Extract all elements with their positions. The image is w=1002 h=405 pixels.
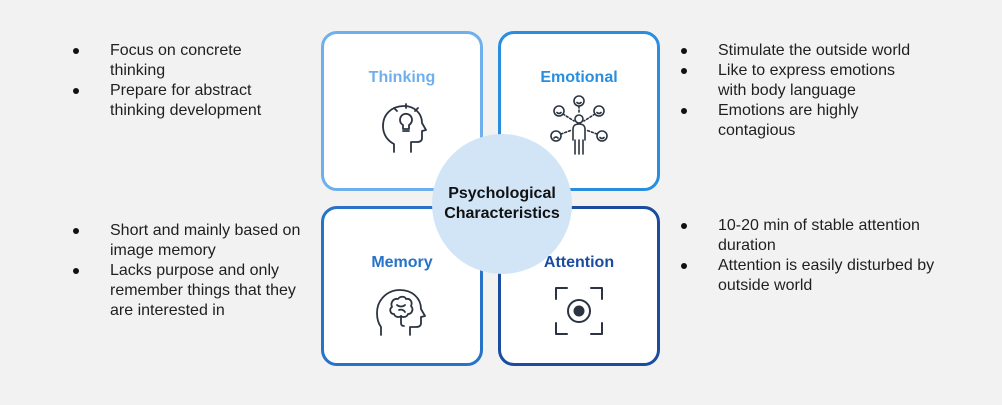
center-label-line2: Characteristics bbox=[444, 205, 560, 222]
head-brain-icon bbox=[376, 289, 426, 336]
thinking-card-title: Thinking bbox=[368, 69, 436, 86]
attention-bullet-list: 10-20 min of stable attention duration A… bbox=[681, 216, 971, 296]
thinking-card: Thinking bbox=[321, 31, 483, 191]
thinking-bullet-list: Focus on concrete thinking Prepare for a… bbox=[73, 41, 293, 121]
attention-card-title: Attention bbox=[543, 254, 615, 271]
list-item: Attention is easily disturbed by outside… bbox=[681, 256, 971, 296]
center-circle: Psychological Characteristics bbox=[432, 134, 572, 274]
emotional-bullet-list: Stimulate the outside world Like to expr… bbox=[681, 41, 911, 141]
person-emotions-icon bbox=[550, 95, 608, 155]
head-lightbulb-icon bbox=[382, 103, 427, 153]
memory-bullet-list: Short and mainly based on image memory L… bbox=[73, 221, 303, 321]
list-item: Focus on concrete thinking bbox=[73, 41, 293, 81]
list-item: Stimulate the outside world bbox=[681, 41, 911, 61]
memory-card-title: Memory bbox=[371, 254, 433, 271]
list-item: 10-20 min of stable attention duration bbox=[681, 216, 971, 256]
list-item: Prepare for abstract thinking developmen… bbox=[73, 81, 293, 121]
list-item: Emotions are highly contagious bbox=[681, 101, 911, 141]
list-item: Like to express emotions with body langu… bbox=[681, 61, 911, 101]
list-item: Short and mainly based on image memory bbox=[73, 221, 303, 261]
emotional-card-title: Emotional bbox=[540, 69, 618, 86]
center-label-line1: Psychological bbox=[448, 185, 556, 202]
list-item: Lacks purpose and only remember things t… bbox=[73, 261, 303, 321]
focus-target-icon bbox=[555, 287, 603, 335]
center-label: Psychological Characteristics bbox=[437, 184, 567, 224]
